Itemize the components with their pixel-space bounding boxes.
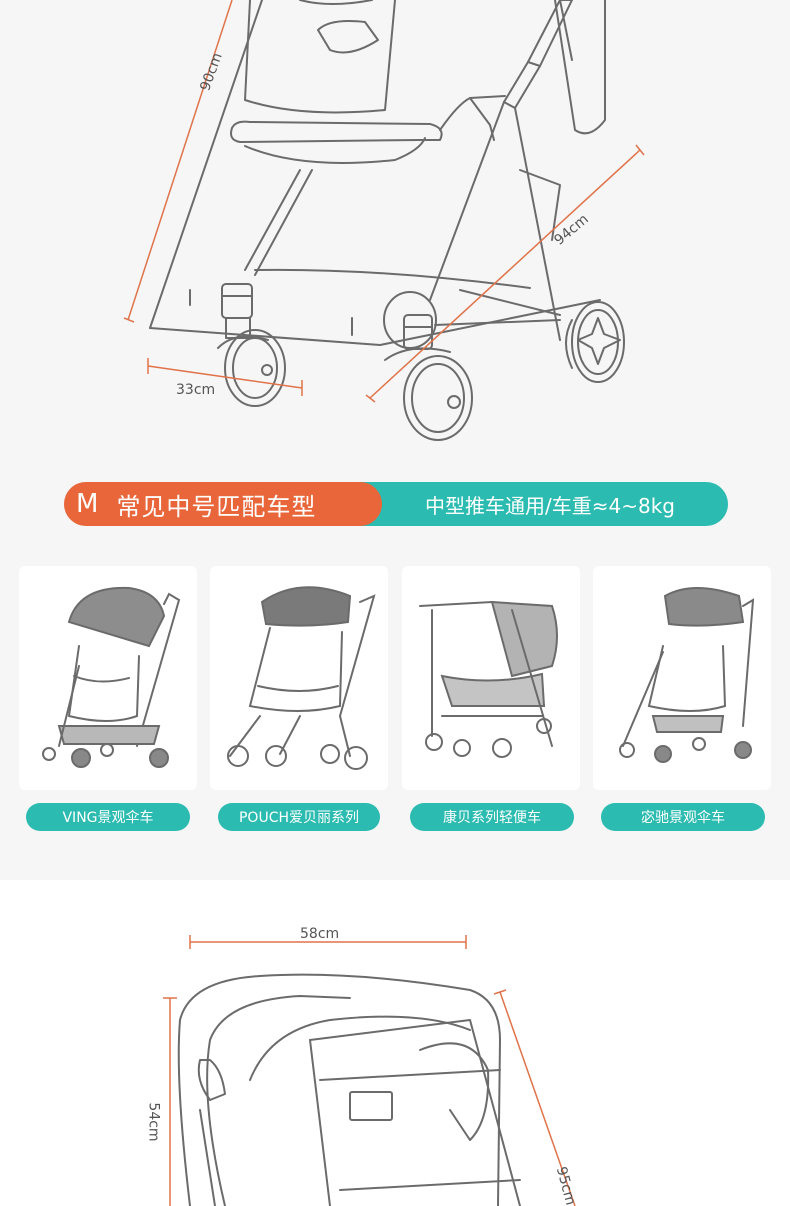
size-banner: M 常见中号匹配车型 中型推车通用/车重≈4~8kg: [64, 482, 728, 526]
stroller-thumbnail-icon: [42, 586, 181, 768]
model-card-pouch: [210, 566, 388, 790]
banner-right-segment: 中型推车通用/车重≈4~8kg: [360, 482, 728, 526]
model-label-combi: 康贝系列轻便车: [410, 803, 574, 831]
banner-title: 常见中号匹配车型: [116, 492, 317, 521]
model-label-micchi: 宓驰景观伞车: [601, 803, 765, 831]
stroller-sketch-bottom: [163, 935, 576, 1206]
stroller-thumbnail-icon: [419, 600, 558, 758]
model-card-micchi: [593, 566, 771, 790]
stroller-sketch-top: [123, 0, 645, 441]
model-label-ving: VING景观伞车: [26, 803, 190, 831]
width-dimension-label: 58cm: [300, 926, 340, 942]
large-size-section: 58cm 54cm 95cm: [0, 880, 790, 1206]
stroller-thumbnail-icon: [227, 586, 376, 770]
model-label-pouch: POUCH爱贝丽系列: [218, 803, 380, 831]
model-card-ving: [19, 566, 197, 790]
model-card-combi: [402, 566, 580, 790]
medium-size-section: 90cm 94cm 33cm M 常见中号匹配车型 中型推车通用/车重≈4~8k…: [19, 0, 771, 831]
banner-left-segment: M 常见中号匹配车型: [64, 482, 382, 526]
stroller-thumbnail-icon: [619, 587, 755, 763]
width-dimension-label: 33cm: [176, 382, 216, 398]
height-dimension-label: 54cm: [145, 1102, 162, 1142]
banner-subtitle: 中型推车通用/车重≈4~8kg: [425, 493, 675, 518]
size-letter: M: [76, 489, 99, 519]
